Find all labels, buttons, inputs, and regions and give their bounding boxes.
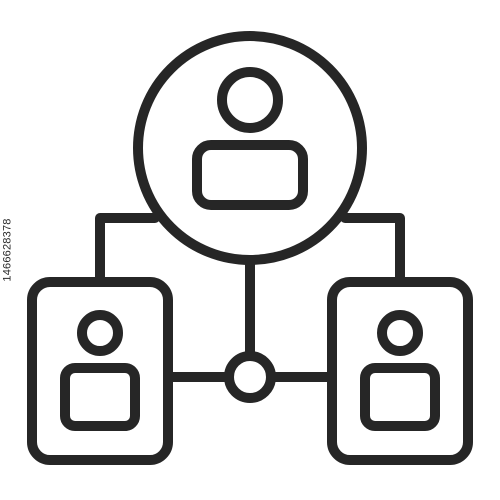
right-card-frame: [327, 277, 473, 465]
right-connector-line: [340, 213, 405, 287]
center-hub-node: [224, 351, 276, 403]
stock-id-text: 1466628378: [2, 218, 14, 282]
stock-id-watermark: 1466628378: [0, 0, 16, 500]
left-card-frame: [27, 277, 173, 465]
left-connector-line: [95, 213, 160, 287]
top-person-head-icon: [217, 67, 283, 133]
top-person-body-icon: [192, 140, 308, 210]
right-person-head-icon: [377, 310, 423, 356]
left-person-body-icon: [60, 363, 140, 431]
left-person-head-icon: [77, 310, 123, 356]
right-person-body-icon: [360, 363, 440, 431]
